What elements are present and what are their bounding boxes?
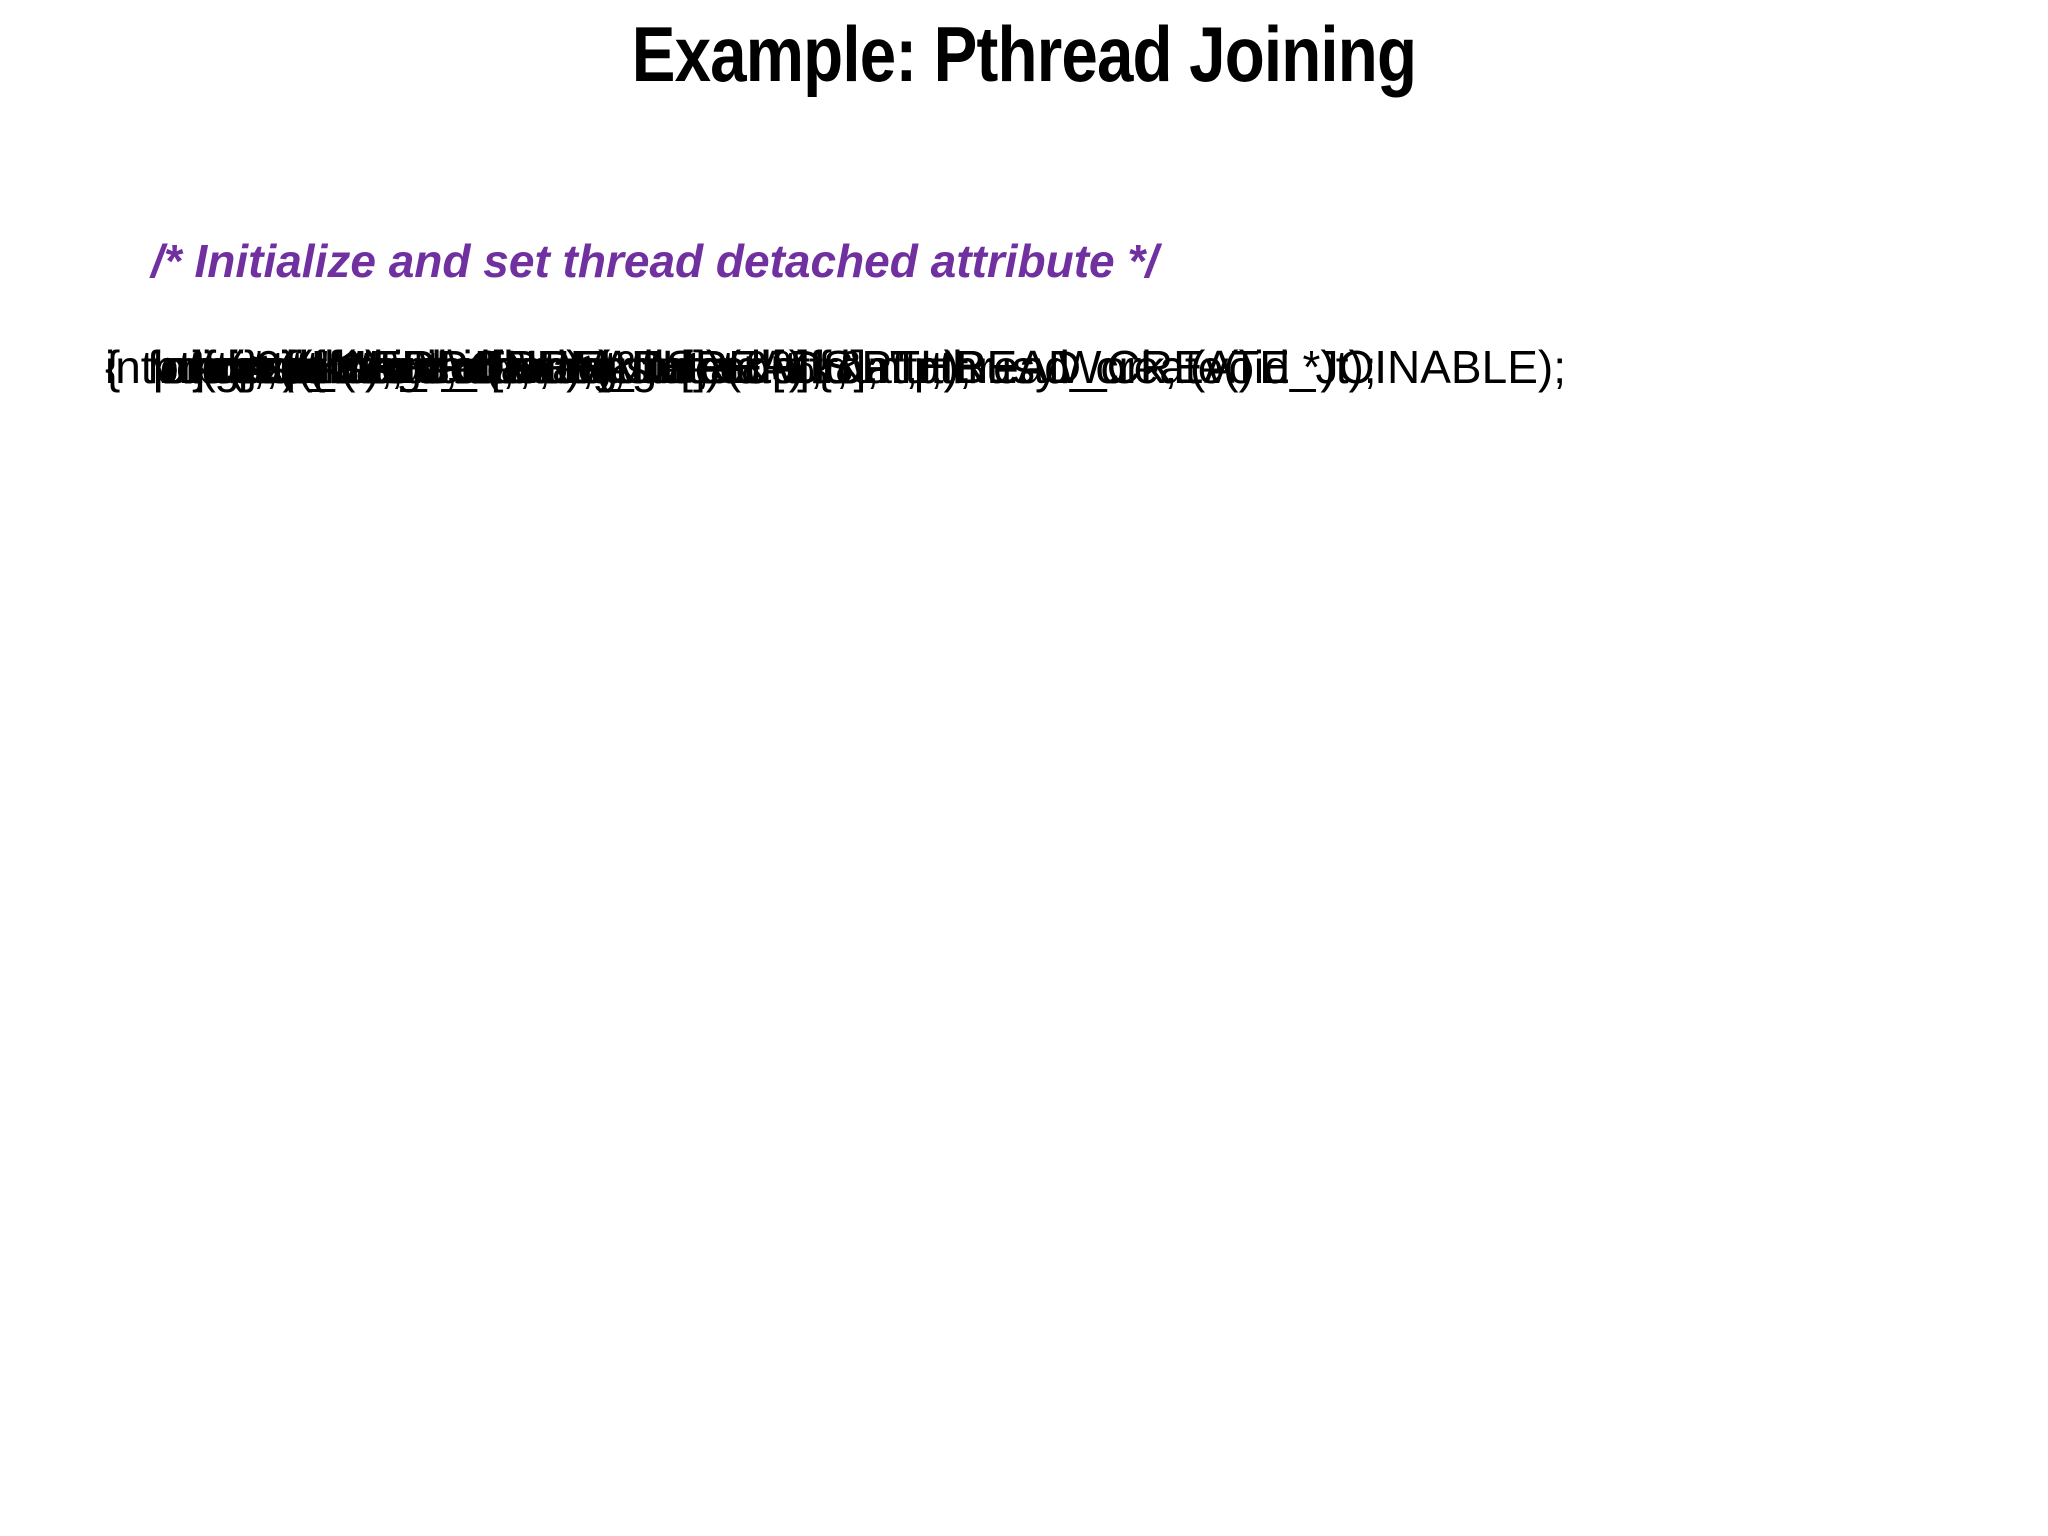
code-line: for(t=0; t<NUM_THREADS; t++) {: [147, 341, 833, 393]
code-line: pthread_t thread[NUM_THREADS];: [153, 341, 880, 393]
code-blank-line: [0, 168, 2048, 230]
code-line: long t;: [153, 341, 279, 393]
code-line: is %d\n", rc);: [335, 341, 595, 393]
code-line: void *status;: [153, 341, 404, 393]
code-line: }: [192, 341, 208, 393]
code-line: {: [105, 341, 121, 393]
page-title-text: Example: Pthread Joining: [631, 10, 1417, 98]
code-line: printf("Main: creating thread %ld\n", t)…: [195, 341, 972, 393]
code-block: int main (int argc, char *argv[]){ pthrea…: [0, 168, 2048, 416]
code-line: pthread_attr_t attr;: [153, 341, 532, 393]
code-line: int main (int argc, char *argv[]): [105, 341, 722, 393]
code-line: exit(-1);: [237, 341, 393, 393]
code-line: if (rc) {: [193, 341, 326, 393]
code-comment-line: /* Initialize and set thread detached at…: [151, 235, 1159, 287]
code-line: pthread_attr_setdetachstate(&attr, PTHRE…: [153, 341, 1566, 393]
code-line: pthread_attr_init(&attr);: [153, 341, 627, 393]
code-line: rc = pthread_create(&thread[t], &attr, B…: [195, 341, 1377, 393]
code-line: printf("ERROR; return code from pthread_…: [238, 341, 1254, 393]
code-line: }: [244, 341, 260, 393]
page-title: Example: Pthread Joining: [0, 10, 2048, 100]
code-line: int rc;: [153, 341, 266, 393]
